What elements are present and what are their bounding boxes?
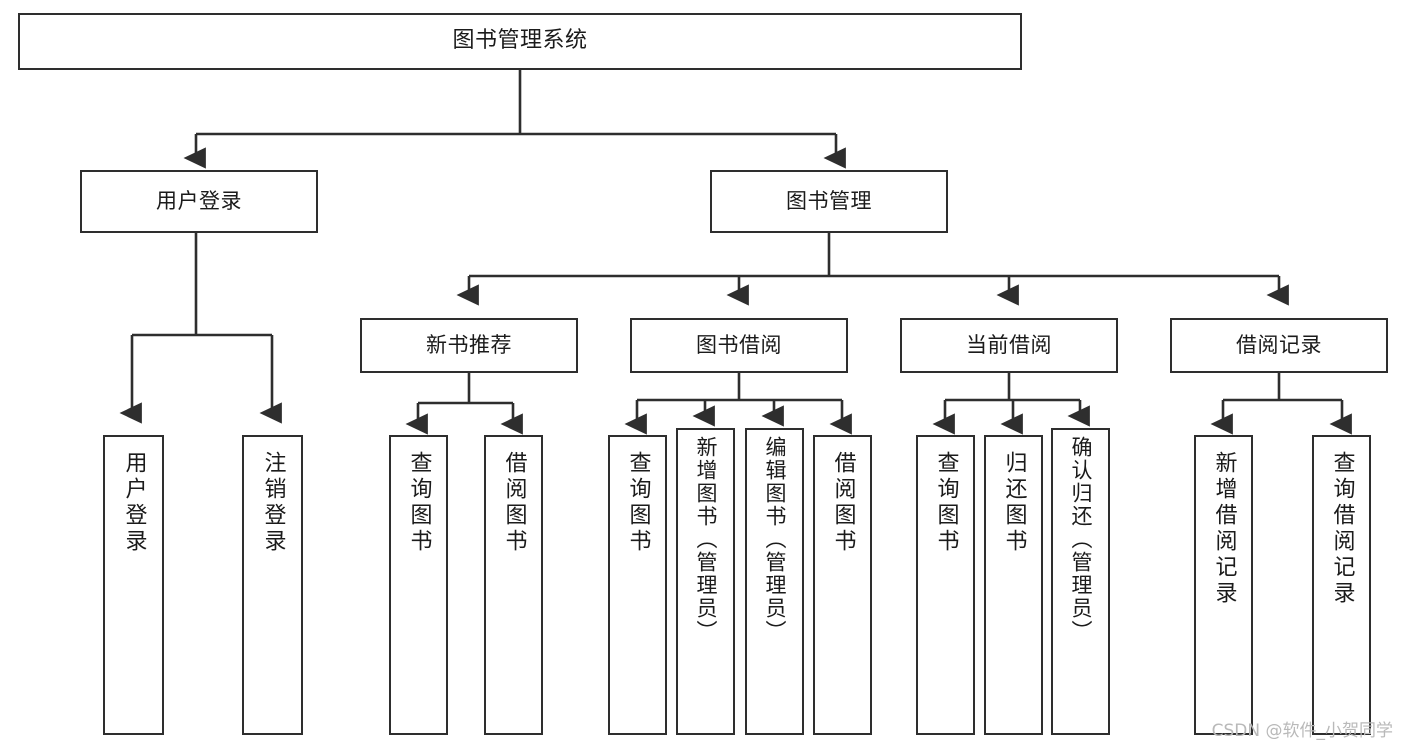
node-label: 图书借阅 (696, 332, 782, 357)
node-label: 借阅记录 (1236, 332, 1322, 357)
leaf-user-login[interactable]: 用户登录 (103, 435, 164, 735)
csdn-watermark: CSDN @软件_小贺同学 (1211, 721, 1393, 741)
node-label: 注销登录 (260, 451, 286, 555)
node-label: 图书管理系统 (452, 28, 588, 54)
leaf-add-book-admin[interactable]: 新增图书（管理员） (676, 428, 735, 735)
node-label: 编辑图书（管理员） (763, 436, 787, 643)
node-label: 新增借阅记录 (1211, 451, 1237, 607)
leaf-query-book-borrow[interactable]: 查询图书 (608, 435, 667, 735)
node-label: 归还图书 (1001, 451, 1027, 555)
node-label: 查询借阅记录 (1329, 451, 1355, 607)
leaf-borrow-book-recommend[interactable]: 借阅图书 (484, 435, 543, 735)
leaf-edit-book-admin[interactable]: 编辑图书（管理员） (745, 428, 804, 735)
leaf-borrow-book[interactable]: 借阅图书 (813, 435, 872, 735)
leaf-add-borrow-record[interactable]: 新增借阅记录 (1194, 435, 1253, 735)
node-label: 新书推荐 (426, 332, 512, 357)
leaf-logout-login[interactable]: 注销登录 (242, 435, 303, 735)
node-label: 用户登录 (121, 451, 147, 555)
node-book-borrow[interactable]: 图书借阅 (630, 318, 848, 373)
leaf-confirm-return-admin[interactable]: 确认归还（管理员） (1051, 428, 1110, 735)
leaf-return-book[interactable]: 归还图书 (984, 435, 1043, 735)
node-label: 确认归还（管理员） (1069, 436, 1093, 643)
node-current-borrow[interactable]: 当前借阅 (900, 318, 1118, 373)
node-label: 借阅图书 (830, 451, 856, 555)
node-label: 图书管理 (786, 188, 872, 213)
node-label: 查询图书 (625, 451, 651, 555)
node-label: 查询图书 (933, 451, 959, 555)
node-label: 查询图书 (406, 451, 432, 555)
node-root-system[interactable]: 图书管理系统 (18, 13, 1022, 70)
node-label: 当前借阅 (966, 332, 1052, 357)
node-user-login[interactable]: 用户登录 (80, 170, 318, 233)
node-label: 用户登录 (156, 188, 242, 213)
node-label: 借阅图书 (501, 451, 527, 555)
node-book-management[interactable]: 图书管理 (710, 170, 948, 233)
node-label: 新增图书（管理员） (694, 436, 718, 643)
leaf-query-book-recommend[interactable]: 查询图书 (389, 435, 448, 735)
node-new-book-recommend[interactable]: 新书推荐 (360, 318, 578, 373)
node-borrow-record[interactable]: 借阅记录 (1170, 318, 1388, 373)
leaf-query-book-current[interactable]: 查询图书 (916, 435, 975, 735)
leaf-query-borrow-record[interactable]: 查询借阅记录 (1312, 435, 1371, 735)
